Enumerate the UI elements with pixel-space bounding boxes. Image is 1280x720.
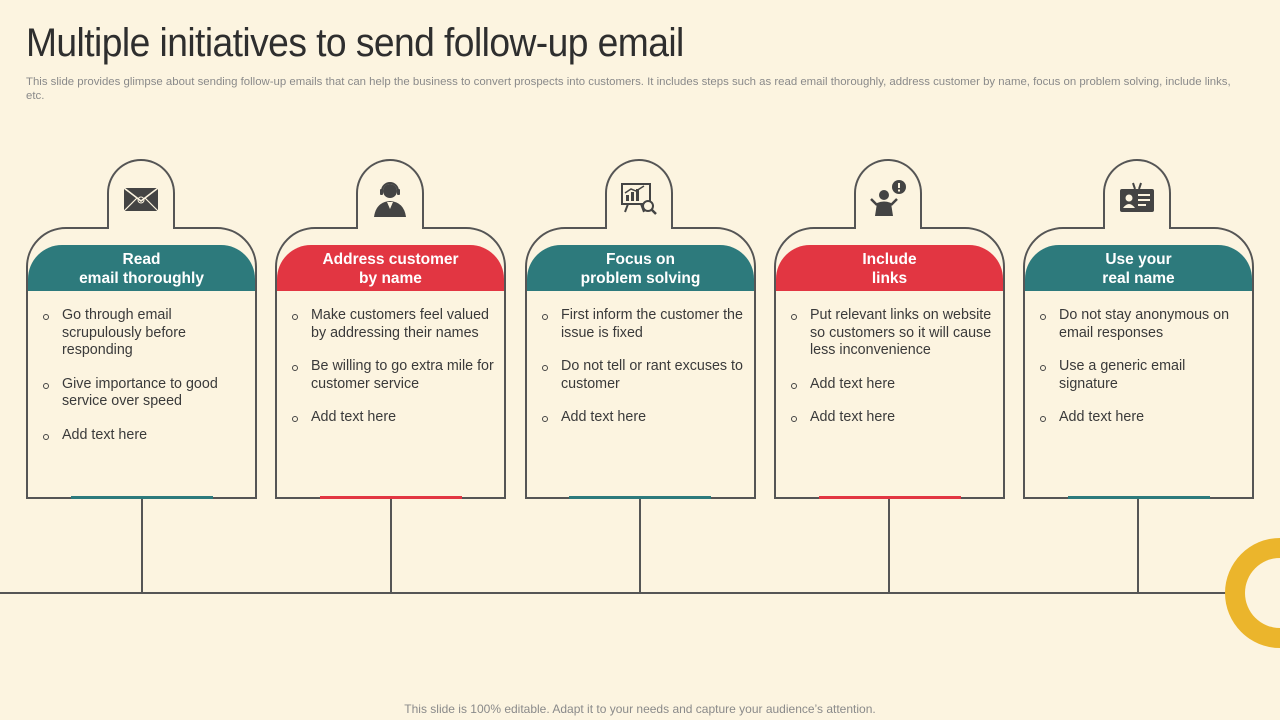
presentation-analysis-icon [621, 183, 657, 215]
decorative-ring [1225, 538, 1280, 648]
card-include-links: Include links Put relevant links on webs… [774, 227, 1005, 499]
connector-line [1137, 498, 1139, 593]
list-item: Add text here [1037, 409, 1242, 427]
page-subtitle: This slide provides glimpse about sendin… [26, 76, 1231, 102]
footer-note: This slide is 100% editable. Adapt it to… [404, 702, 876, 716]
id-badge-icon [1120, 182, 1154, 212]
icon-tab [1103, 159, 1171, 229]
card-heading-line: Focus on [606, 251, 675, 268]
list-item: Do not stay anonymous on email responses [1037, 307, 1242, 342]
bullet-list: Make customers feel valued by addressing… [289, 307, 494, 443]
list-item: First inform the customer the issue is f… [539, 307, 744, 342]
card-heading-line: email thoroughly [79, 270, 204, 287]
card-accent-bar [71, 496, 213, 499]
card-heading-line: by name [359, 270, 422, 287]
list-item: Add text here [539, 409, 744, 427]
card-heading: Include links [776, 245, 1003, 291]
list-item: Do not tell or rant excuses to customer [539, 358, 744, 393]
icon-tab [107, 159, 175, 229]
card-accent-bar [320, 496, 462, 499]
card-heading: Use your real name [1025, 245, 1252, 291]
card-heading: Focus on problem solving [527, 245, 754, 291]
icon-tab [356, 159, 424, 229]
connector-line [390, 498, 392, 593]
card-accent-bar [1068, 496, 1210, 499]
card-use-real-name: Use your real name Do not stay anonymous… [1023, 227, 1254, 499]
person-alert-icon [870, 180, 906, 216]
card-heading-line: links [871, 270, 908, 287]
list-item: Add text here [289, 409, 494, 427]
list-item: Put relevant links on website so custome… [788, 307, 993, 360]
card-heading-line: Address customer [322, 251, 459, 268]
card-heading-line: Read [122, 251, 161, 268]
card-heading: Read email thoroughly [28, 245, 255, 291]
card-heading-line: Use your [1105, 251, 1172, 268]
list-item: Go through email scrupulously before res… [40, 307, 245, 360]
bullet-list: Put relevant links on website so custome… [788, 307, 993, 443]
list-item: Add text here [788, 409, 993, 427]
email-envelope-icon [123, 187, 159, 212]
connector-line [141, 498, 143, 593]
page-title: Multiple initiatives to send follow-up e… [26, 21, 684, 65]
card-heading-line: problem solving [580, 270, 701, 287]
bullet-list: Go through email scrupulously before res… [40, 307, 245, 461]
icon-tab [605, 159, 673, 229]
timeline-line [0, 592, 1228, 594]
icon-tab [854, 159, 922, 229]
list-item: Use a generic email signature [1037, 358, 1242, 393]
customer-service-agent-icon [374, 182, 406, 217]
card-heading: Address customer by name [277, 245, 504, 291]
list-item: Add text here [788, 376, 993, 394]
connector-line [888, 498, 890, 593]
card-read-email: Read email thoroughly Go through email s… [26, 227, 257, 499]
list-item: Be willing to go extra mile for customer… [289, 358, 494, 393]
card-heading-line: real name [1102, 270, 1175, 287]
list-item: Give importance to good service over spe… [40, 376, 245, 411]
card-address-customer: Address customer by name Make customers … [275, 227, 506, 499]
card-focus-problem-solving: Focus on problem solving First inform th… [525, 227, 756, 499]
list-item: Make customers feel valued by addressing… [289, 307, 494, 342]
card-accent-bar [569, 496, 711, 499]
card-heading-line: Include [862, 251, 917, 268]
bullet-list: First inform the customer the issue is f… [539, 307, 744, 443]
list-item: Add text here [40, 427, 245, 445]
card-accent-bar [819, 496, 961, 499]
connector-line [639, 498, 641, 593]
bullet-list: Do not stay anonymous on email responses… [1037, 307, 1242, 443]
